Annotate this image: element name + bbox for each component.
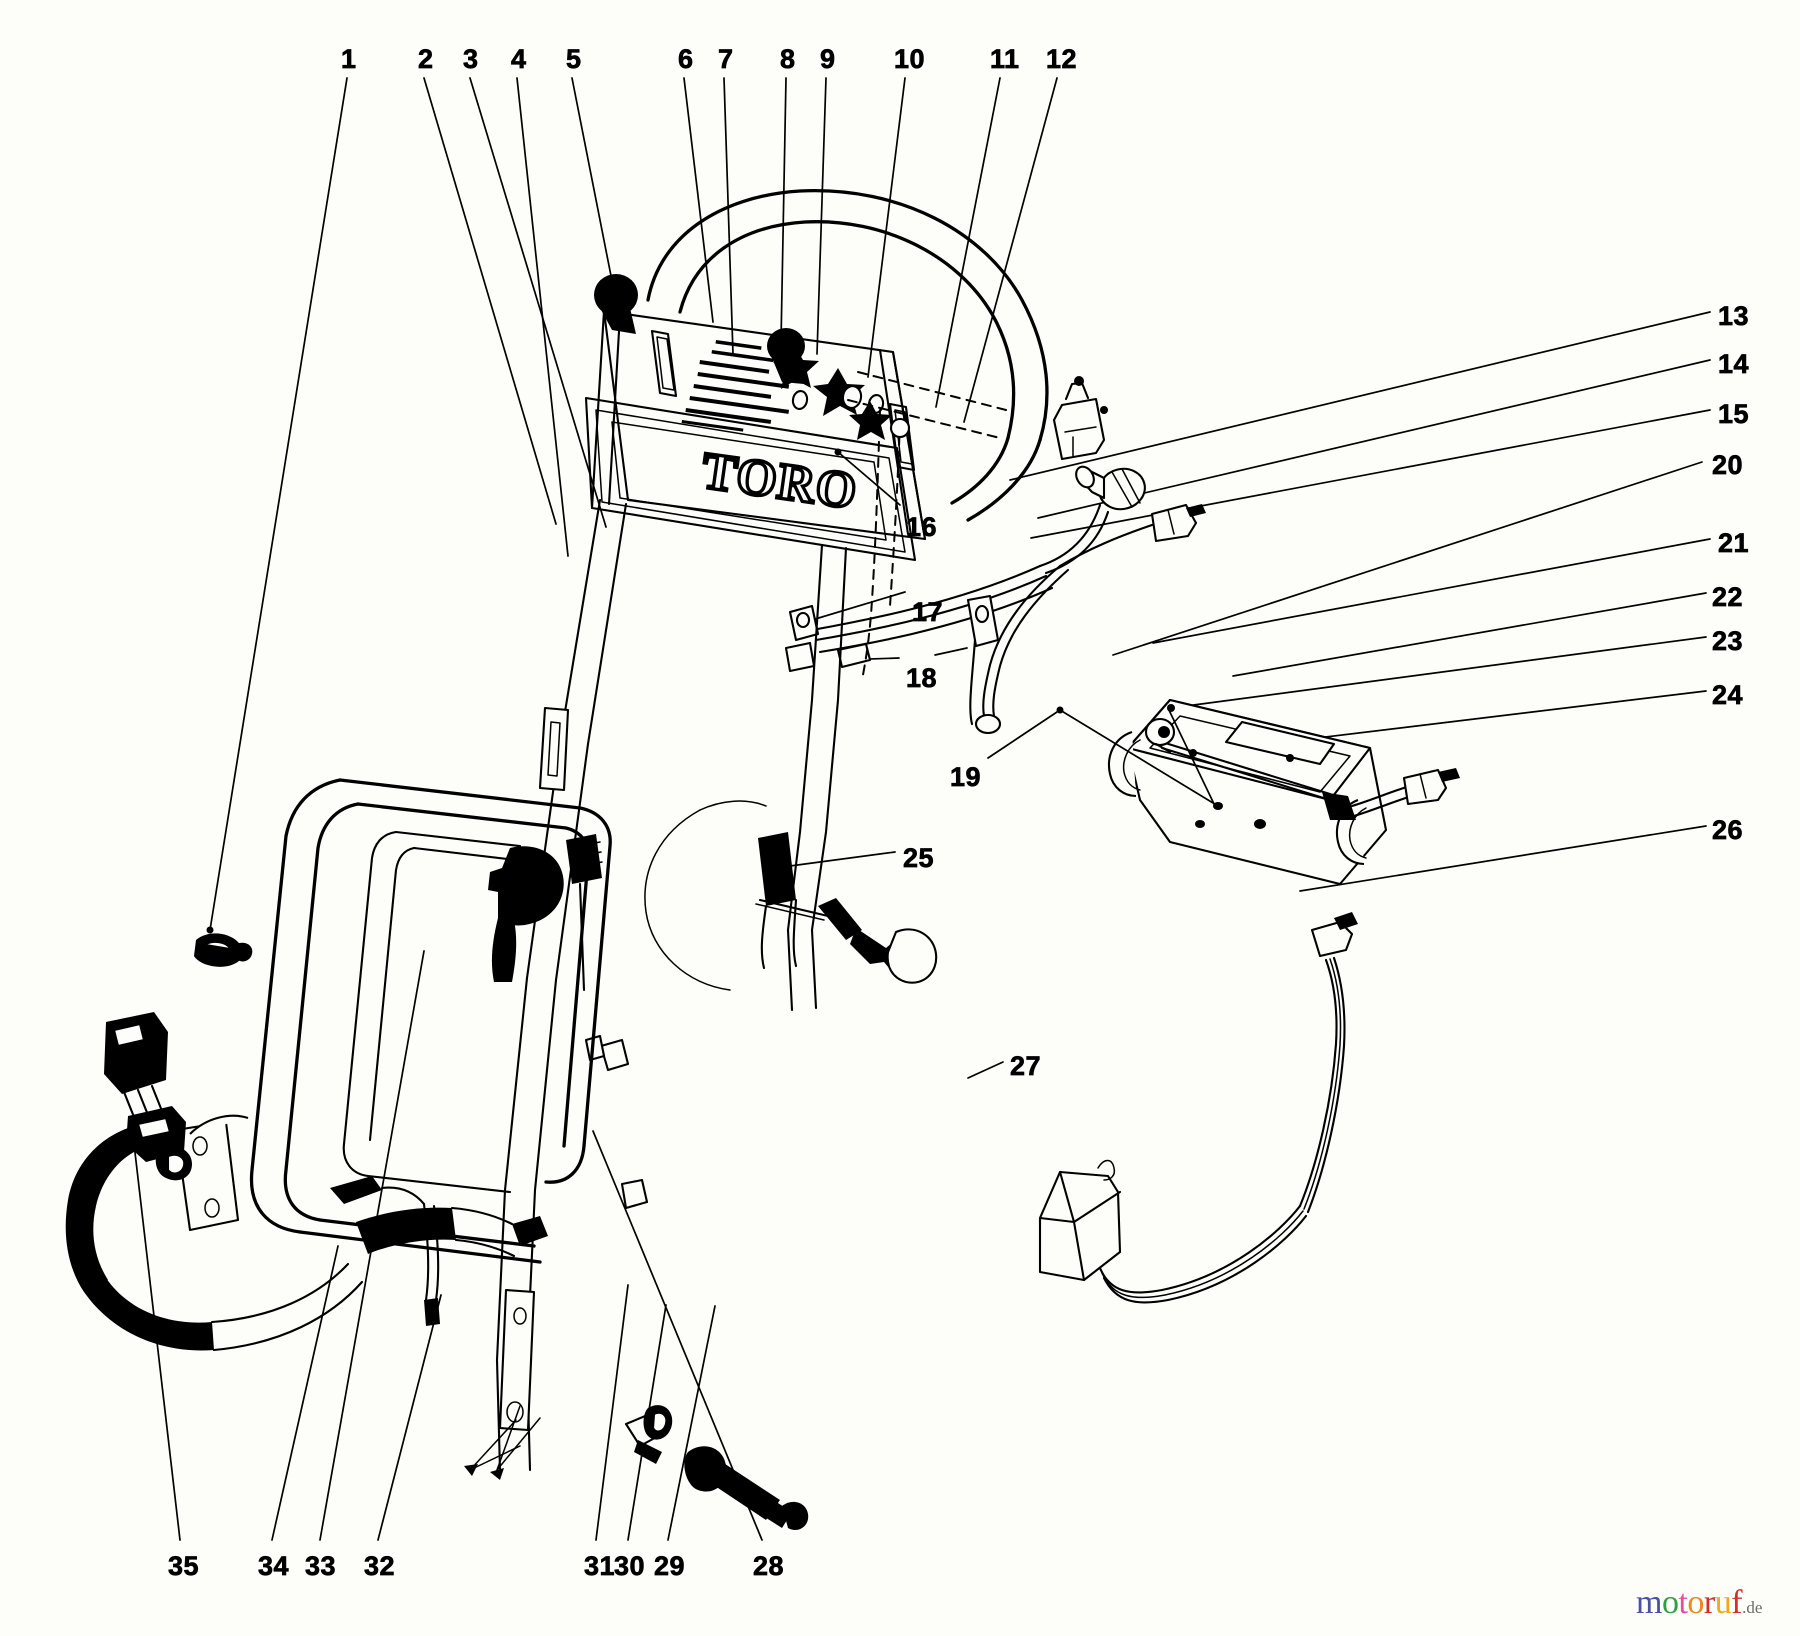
callout-17: 17 <box>912 597 944 627</box>
upper-handle-bail <box>646 188 1049 522</box>
leader-lines-top <box>209 77 1058 931</box>
handle-knobs <box>594 274 805 384</box>
watermark-suffix: .de <box>1742 1598 1763 1617</box>
lower-handle-frame <box>174 498 848 1480</box>
callout-14: 14 <box>1718 349 1750 379</box>
callout-24: 24 <box>1712 680 1744 710</box>
watermark-letter-o1: o <box>1661 1584 1679 1621</box>
callout-32: 32 <box>364 1551 396 1581</box>
fasteners-bottom <box>464 1405 809 1531</box>
callout-25: 25 <box>903 843 935 873</box>
callout-11: 11 <box>990 44 1020 74</box>
watermark-letter-m: m <box>1636 1584 1662 1621</box>
callout-22: 22 <box>1712 582 1744 612</box>
wing-knob-assembly <box>755 898 938 984</box>
callout-31: 31 <box>584 1551 616 1581</box>
callout-10: 10 <box>894 44 926 74</box>
callout-12: 12 <box>1046 44 1078 74</box>
leader-lines-right <box>1009 311 1711 892</box>
watermark-letter-o2: o <box>1687 1584 1704 1621</box>
motoruf-watermark: motoruf.de <box>1636 1586 1762 1620</box>
left-cable-bundle <box>65 1012 548 1352</box>
callout-29: 29 <box>654 1551 686 1581</box>
watermark-letter-t: t <box>1678 1584 1688 1621</box>
callout-23: 23 <box>1712 626 1744 656</box>
callout-19: 19 <box>950 762 982 792</box>
leader-lines-interior <box>206 448 1064 1079</box>
cable-clip-1 <box>194 933 253 967</box>
callout-35: 35 <box>168 1551 200 1581</box>
callout-3: 3 <box>463 44 479 74</box>
callout-26: 26 <box>1712 815 1744 845</box>
callout-6: 6 <box>678 44 694 74</box>
cable-routing-arc <box>644 800 767 991</box>
battery-box-assembly <box>1059 677 1460 886</box>
callout-1: 1 <box>341 44 357 74</box>
handle-lock-knob <box>488 834 603 992</box>
callout-20: 20 <box>1712 450 1744 480</box>
callout-30: 30 <box>614 1551 646 1581</box>
callout-13: 13 <box>1718 301 1750 331</box>
callout-34: 34 <box>258 1551 290 1581</box>
callout-5: 5 <box>566 44 582 74</box>
callout-21: 21 <box>1718 528 1750 558</box>
callout-15: 15 <box>1718 399 1750 429</box>
callout-8: 8 <box>780 44 796 74</box>
callout-16: 16 <box>906 512 938 542</box>
ignition-switch-assembly <box>1038 376 1206 575</box>
panel-hidden-detail <box>847 371 1007 440</box>
callout-2: 2 <box>418 44 434 74</box>
starter-relay-module <box>1038 889 1358 1304</box>
callout-7: 7 <box>718 44 734 74</box>
watermark-letter-u: u <box>1714 1584 1732 1621</box>
callout-28: 28 <box>753 1551 785 1581</box>
watermark-letter-f: f <box>1731 1584 1743 1621</box>
callout-4: 4 <box>511 44 527 74</box>
watermark-letter-r: r <box>1703 1584 1715 1621</box>
callout-18: 18 <box>906 663 938 693</box>
callout-33: 33 <box>305 1551 337 1581</box>
callout-9: 9 <box>820 44 836 74</box>
control-panel-housing <box>584 309 927 562</box>
callout-27: 27 <box>1010 1051 1042 1081</box>
leader-lines-bottom <box>130 950 763 1541</box>
